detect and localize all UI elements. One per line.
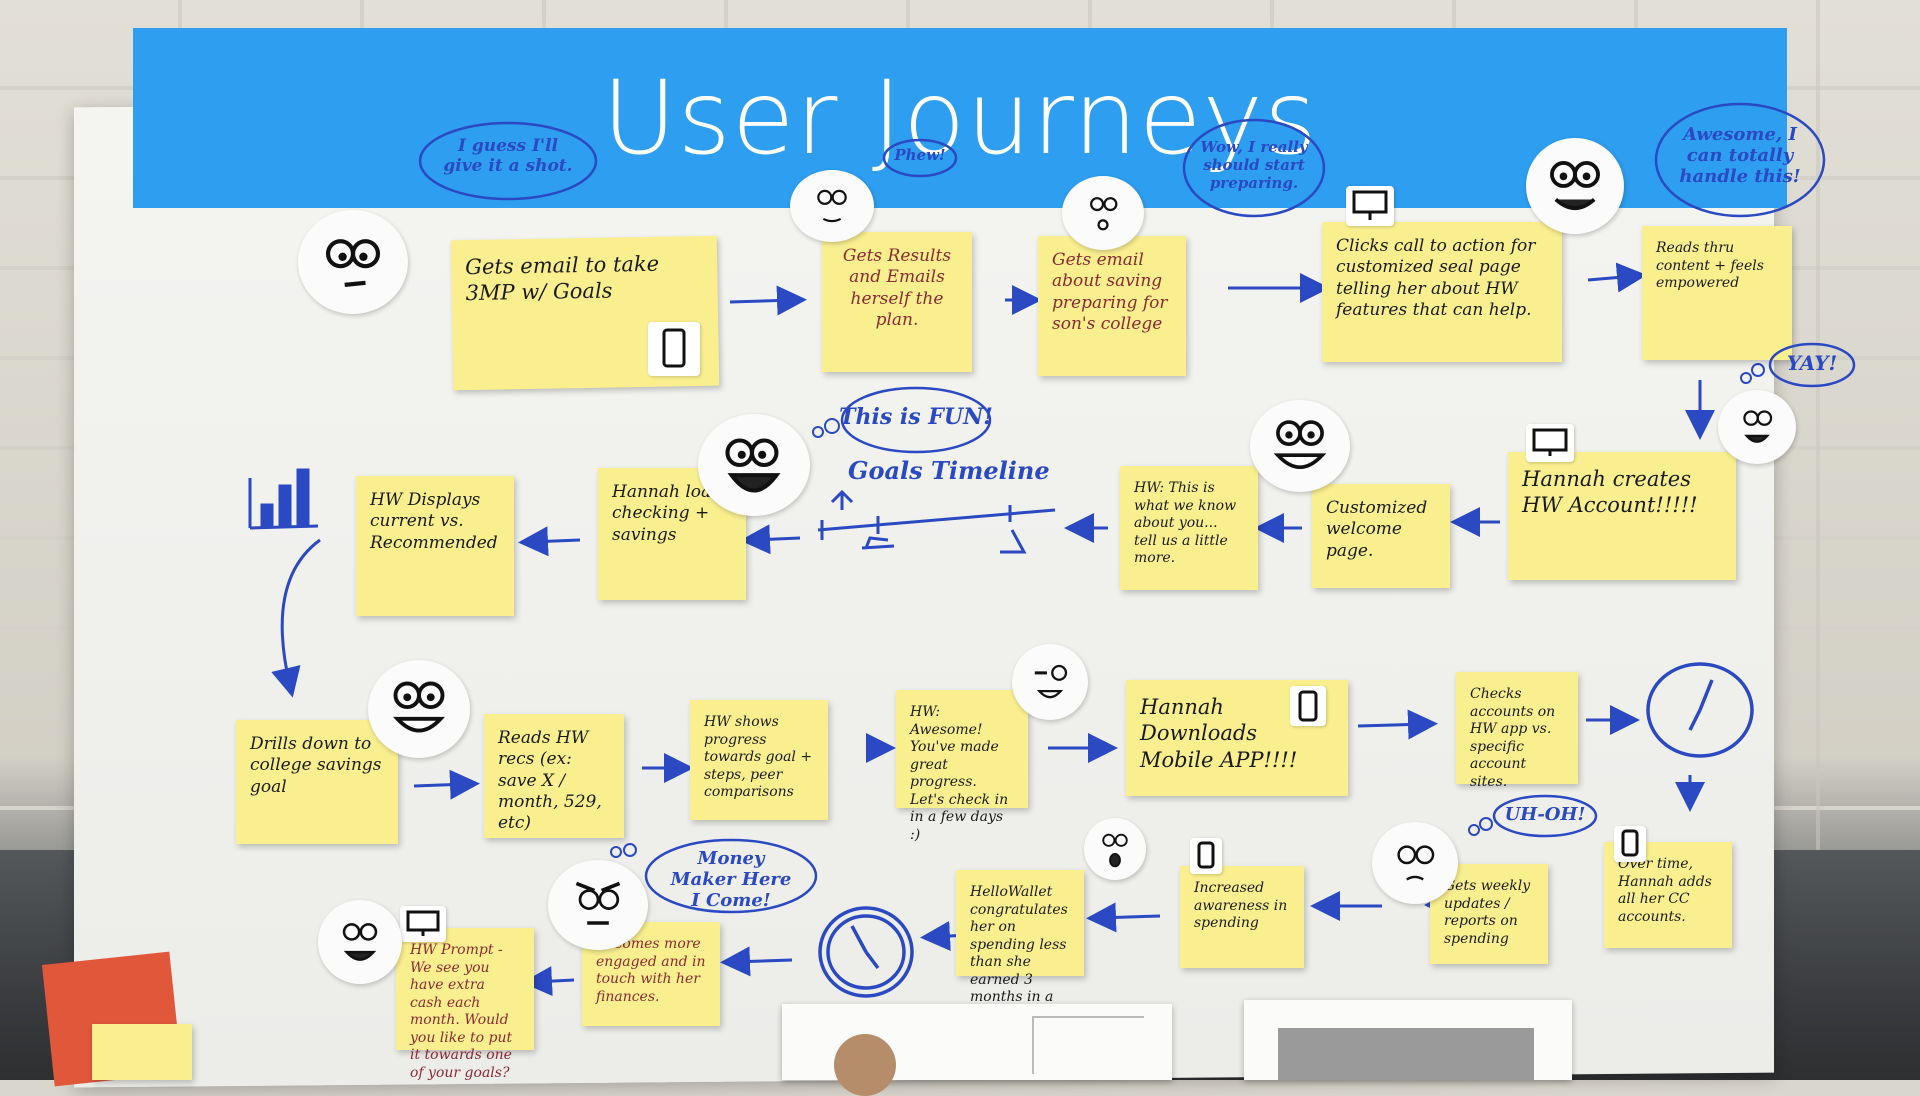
sticky-note: HW shows progress towards goal + steps, … — [690, 700, 828, 820]
phone-icon — [1614, 826, 1646, 862]
thought-bubble: This is FUN! — [838, 384, 994, 456]
title-banner: User Journeys — [133, 28, 1787, 208]
worried-face-icon — [298, 210, 408, 314]
excited-face-icon — [1718, 390, 1796, 464]
thought-bubble: Money Maker Here I Come! — [642, 836, 820, 916]
sticky-note: Gets email about saving preparing for so… — [1038, 236, 1186, 376]
winking-face-icon — [1012, 644, 1088, 720]
bubble-text: Money Maker Here I Come! — [670, 848, 792, 911]
printed-persona-sheet — [782, 1004, 1172, 1096]
page-title: User Journeys — [601, 58, 1319, 178]
sticky-note: HW: Awesome! You've made great progress.… — [896, 690, 1028, 843]
thought-bubble: I guess I'll give it a shot. — [416, 118, 600, 204]
thought-bubble: Awesome, I can totally handle this! — [1652, 100, 1828, 220]
nervous-face-icon — [1372, 822, 1458, 904]
phone-icon — [648, 322, 700, 376]
relieved-face-icon — [790, 170, 874, 242]
phone-icon — [1190, 838, 1222, 874]
happy-face-icon — [1526, 138, 1624, 234]
timeline-title: Goals Timeline — [848, 456, 1050, 485]
printed-sheet — [1244, 1000, 1572, 1080]
bubble-text: Awesome, I can totally handle this! — [1679, 124, 1801, 187]
sticky-note: Drills down to college savings goal — [236, 720, 398, 844]
bubble-text: This is FUN! — [839, 404, 993, 430]
sticky-note: HW Displays current vs. Recommended — [356, 476, 514, 616]
sticky-note: HW Prompt - We see you have extra cash e… — [396, 928, 534, 1081]
surprised-face-icon — [1062, 176, 1144, 250]
sticky-note: Clicks call to action for customized sea… — [1322, 222, 1562, 362]
thought-bubble: YAY! — [1766, 340, 1858, 390]
sticky-note: HW: This is what we know about you... te… — [1120, 466, 1258, 590]
phone-icon — [1290, 686, 1326, 726]
sticky-note: Checks accounts on HW app vs. specific a… — [1456, 672, 1578, 790]
thought-bubble: Phew! — [880, 136, 960, 180]
grinning-face-icon — [1250, 400, 1350, 492]
printed-image — [1278, 1028, 1534, 1080]
sticky-note: Gets weekly updates / reports on spendin… — [1430, 864, 1548, 964]
sticky-note: Reads thru content + feels empowered — [1642, 226, 1792, 360]
determined-face-icon — [548, 860, 648, 950]
sticky-note: Reads HW recs (ex: save X / month, 529, … — [484, 714, 624, 838]
thought-bubble: Wow, I really should start preparing. — [1180, 116, 1328, 220]
monitor-icon — [1346, 186, 1394, 226]
sticky-note: Hannah creates HW Account!!!!! — [1508, 452, 1736, 580]
bubble-text: YAY! — [1786, 351, 1838, 375]
sticky-note: Hannah loads checking + savings — [598, 468, 746, 600]
silly-face-icon — [318, 900, 402, 984]
sticky-note-stack — [92, 1024, 192, 1080]
monitor-icon — [400, 906, 446, 942]
sticky-note: HelloWallet congratulates her on spendin… — [956, 870, 1084, 1023]
sticky-note: Increased awareness in spending — [1180, 866, 1304, 968]
persona-chart — [1032, 1016, 1144, 1074]
grinning-face-icon — [368, 660, 470, 758]
shocked-face-icon — [1084, 818, 1146, 880]
monitor-icon — [1526, 424, 1574, 462]
sticky-note: Customized welcome page. — [1312, 484, 1450, 588]
thought-bubble: UH-OH! — [1490, 792, 1600, 840]
persona-photo — [834, 1034, 896, 1096]
bubble-text: Wow, I really should start preparing. — [1200, 138, 1308, 192]
bubble-text: I guess I'll give it a shot. — [443, 136, 573, 176]
bubble-text: Phew! — [894, 146, 946, 164]
sticky-note: Gets Results and Emails herself the plan… — [822, 232, 972, 372]
laughing-face-icon — [698, 414, 810, 516]
bubble-text: UH-OH! — [1504, 804, 1586, 825]
